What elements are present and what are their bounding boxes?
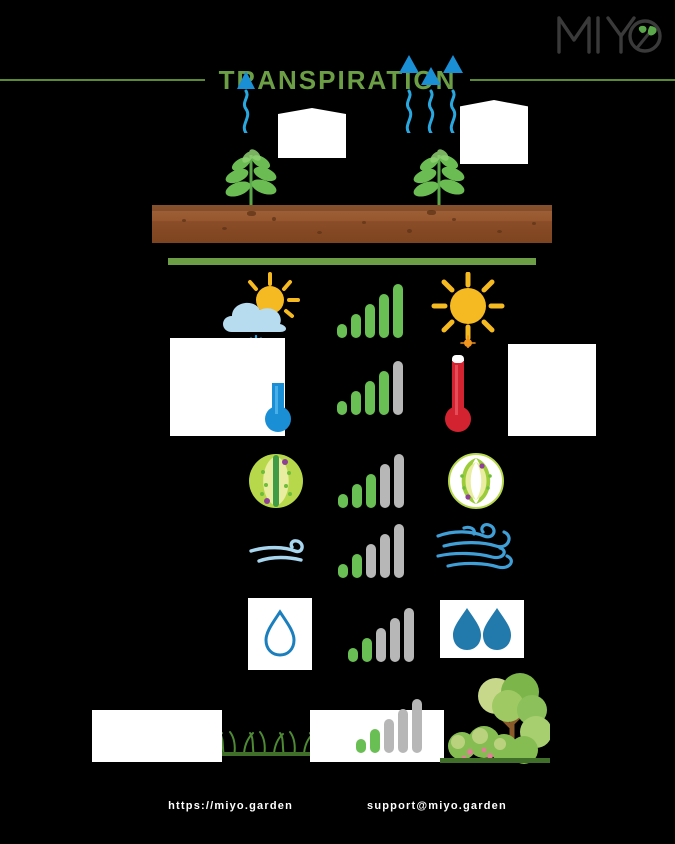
title-rule-left: [0, 79, 205, 81]
row-wind-meter: [330, 524, 412, 580]
meter-bar: [348, 648, 358, 662]
row-stomata-right-icon: [440, 448, 512, 514]
meter-bar: [351, 314, 361, 338]
meter-bar: [356, 739, 366, 753]
hot-thermometer-icon: [445, 355, 471, 432]
small-sun-icon: [460, 335, 476, 348]
meter-bar: [365, 304, 375, 338]
row-vegetation-meter: [348, 694, 430, 760]
wavy-up-arrow-icon: [237, 71, 255, 133]
right-plant-label-box[interactable]: [460, 100, 528, 164]
row-sunlight-right-icon: [420, 270, 516, 350]
logo-icon: [557, 16, 662, 54]
meter-bar: [352, 484, 362, 508]
open-stomata-icon: [448, 453, 504, 509]
meter-bar: [380, 534, 390, 578]
meter-bar: [393, 361, 403, 415]
footer-email[interactable]: support@miyo.garden: [367, 800, 507, 812]
seedling-icon: [413, 149, 465, 205]
row-water-right-box[interactable]: [440, 600, 524, 658]
miyo-logo[interactable]: [553, 8, 663, 60]
title-rule-right: [470, 79, 675, 81]
page-title-row: TRANSPIRATION: [0, 62, 675, 98]
row-vegetation: [0, 672, 675, 772]
row-water-meter: [340, 606, 422, 666]
left-plant: [214, 131, 288, 205]
meter-bar: [376, 628, 386, 662]
wavy-up-arrow-icon: [399, 55, 463, 133]
meter-bar: [398, 709, 408, 753]
seedling-icon: [225, 149, 277, 205]
soil-surface: [152, 205, 552, 211]
meter-bar: [366, 544, 376, 578]
strong-wind-icon: [436, 523, 513, 570]
double-filled-water-drop-icon: [453, 608, 511, 650]
row-temperature-right-label-box[interactable]: [508, 344, 596, 436]
row-wind: [0, 518, 675, 582]
row-stomata-meter: [330, 452, 412, 512]
trees-and-shrubs-icon: [440, 673, 550, 764]
meter-bar: [393, 284, 403, 338]
scene-divider-bar: [168, 258, 536, 265]
row-stomata: [0, 448, 675, 514]
meter-bars: [338, 524, 404, 578]
meter-bar: [404, 608, 414, 662]
meter-bars: [337, 284, 403, 338]
row-vegetation-left-label-box[interactable]: [92, 710, 222, 762]
light-wind-icon: [249, 539, 304, 563]
meter-bar: [380, 464, 390, 508]
left-plant-arrows: [234, 67, 258, 133]
meter-bar: [394, 454, 404, 508]
meter-bar: [338, 494, 348, 508]
footer: https://miyo.garden support@miyo.garden: [0, 800, 675, 812]
right-plant: [402, 131, 476, 205]
soil-layer: [152, 205, 552, 243]
meter-bar: [394, 524, 404, 578]
row-temperature-right-icon: [432, 354, 484, 434]
row-temperature: [0, 336, 675, 440]
meter-bar: [384, 719, 394, 753]
row-water: [0, 598, 675, 672]
meter-bar: [379, 371, 389, 415]
single-outline-water-drop-icon: [264, 609, 296, 657]
meter-bar: [412, 699, 422, 753]
row-water-right-icon: [440, 600, 524, 658]
right-plant-arrows: [398, 55, 464, 133]
meter-bar: [366, 474, 376, 508]
row-water-left-icon: [248, 598, 312, 670]
row-sunlight-meter: [330, 284, 410, 340]
meter-bar: [379, 294, 389, 338]
sun-icon: [431, 272, 505, 348]
meter-bar: [370, 729, 380, 753]
row-wind-left-icon: [238, 518, 328, 582]
closed-stomata-icon: [249, 454, 303, 508]
meter-bar: [337, 401, 347, 415]
meter-bars: [338, 454, 404, 508]
transpiration-scene: [152, 55, 552, 265]
row-temperature-meter: [330, 358, 410, 420]
meter-bar: [362, 638, 372, 662]
meter-bars: [337, 361, 403, 415]
meter-bar: [337, 324, 347, 338]
meter-bar: [390, 618, 400, 662]
meter-bar: [365, 381, 375, 415]
footer-website[interactable]: https://miyo.garden: [168, 800, 293, 812]
row-wind-right-icon: [432, 518, 528, 582]
left-plant-label-box[interactable]: [278, 108, 346, 158]
meter-bar: [352, 554, 362, 578]
meter-bars: [348, 608, 414, 662]
meter-bars: [356, 699, 422, 753]
cold-thermometer-icon: [265, 355, 291, 432]
row-vegetation-right-icon: [440, 670, 550, 766]
row-stomata-left-icon: [240, 448, 312, 514]
row-temperature-left-icon: [252, 354, 304, 434]
meter-bar: [338, 564, 348, 578]
meter-bar: [351, 391, 361, 415]
